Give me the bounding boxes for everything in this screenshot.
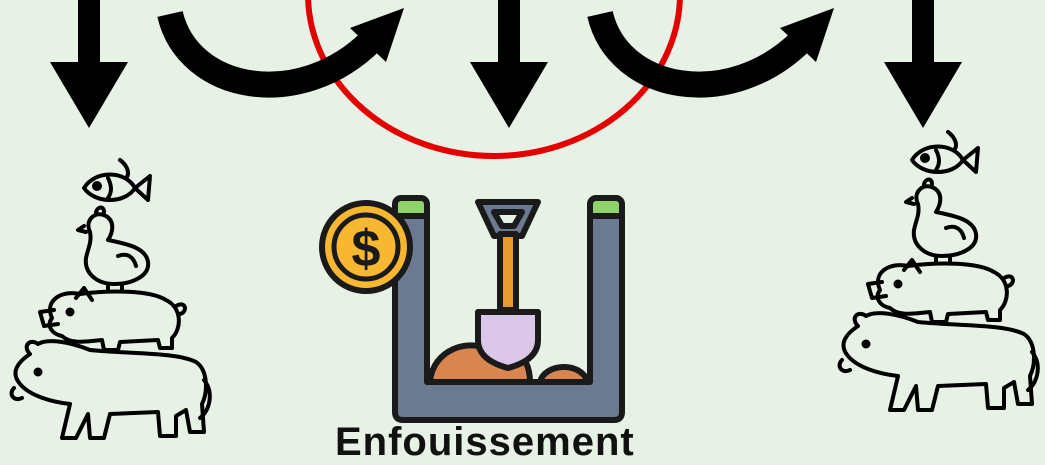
animal-stack-right bbox=[837, 130, 1040, 412]
coin-symbol: $ bbox=[352, 220, 381, 278]
curved-arrow-left bbox=[157, 8, 404, 98]
diagram-canvas: $ bbox=[9, 0, 1040, 440]
pit-icon bbox=[392, 195, 625, 423]
curved-arrow-right bbox=[587, 8, 834, 98]
down-arrow-right bbox=[884, 0, 962, 128]
coin-dollar-icon: $ bbox=[319, 200, 413, 294]
down-arrow-center bbox=[470, 0, 548, 128]
shovel-icon bbox=[475, 199, 541, 371]
animal-stack-left bbox=[9, 158, 212, 440]
down-arrow-left bbox=[50, 0, 128, 128]
caption-label: Enfouissement bbox=[335, 420, 635, 464]
highlight-circle bbox=[305, 0, 683, 159]
